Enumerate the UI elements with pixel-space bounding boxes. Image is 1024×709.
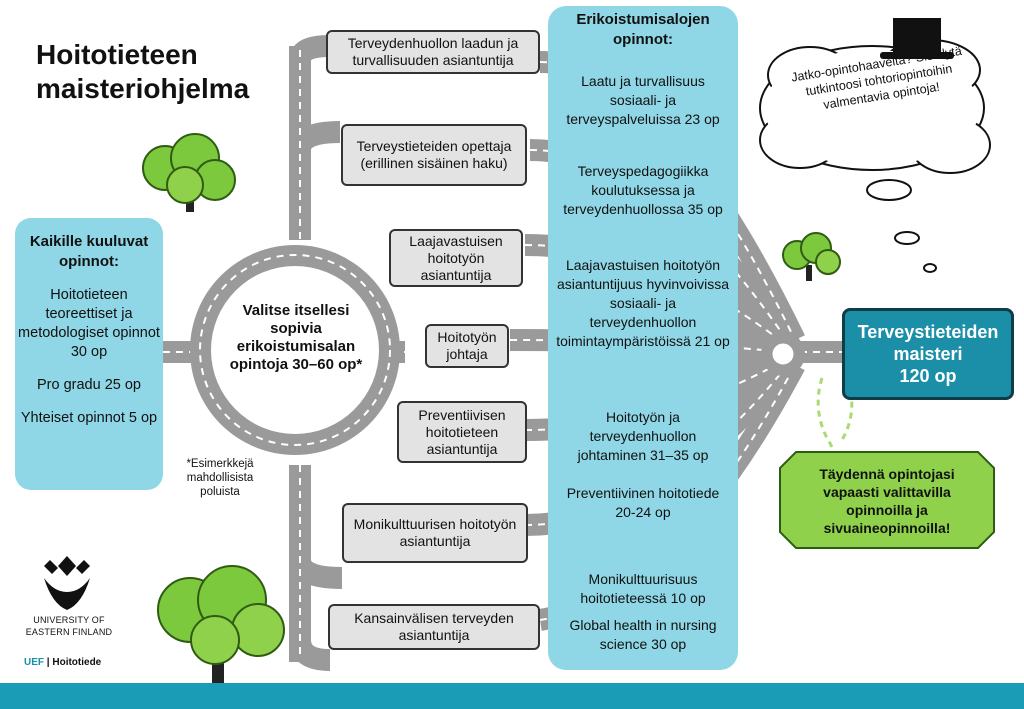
electives-text: Täydennä opintojasi vapaasti valittavill… <box>819 466 955 536</box>
electives-badge <box>779 451 995 549</box>
footer-bar <box>0 683 1024 709</box>
specialization-item: Preventiivinen hoitotiede 20-24 op <box>566 485 720 520</box>
university-name: UNIVERSITY OF EASTERN FINLAND <box>14 614 124 638</box>
path-sign-preventive: Preventiivisen hoitotieteen asiantuntija <box>397 401 527 463</box>
thought-cloud <box>759 39 991 273</box>
common-studies-box: Kaikille kuuluvat opinnot: Hoitotieteen … <box>15 218 163 490</box>
specialization-item: Terveyspedagogiikka koulutuksessa ja ter… <box>563 163 723 217</box>
page-title: Hoitotieteen maisteriohjelma <box>36 38 249 106</box>
path-sign-multicultural: Monikulttuurisen hoitotyön asiantuntija <box>342 503 528 563</box>
tree-icon <box>157 565 285 685</box>
title-line-2: maisteriohjelma <box>36 73 250 104</box>
specialization-item: Global health in nursing science 30 op <box>569 617 717 652</box>
roundabout-island <box>211 266 379 434</box>
brand-abbrev: UEF <box>24 657 44 668</box>
common-studies-item: Hoitotieteen teoreettiset ja metodologis… <box>18 287 160 360</box>
tag-separator: | <box>44 657 53 668</box>
common-studies-item: Pro gradu 25 op <box>37 377 141 393</box>
specialization-box: Erikoistumisalojen opinnot: Laatu ja tur… <box>548 6 738 670</box>
roundabout-label: Valitse itsellesi sopivia erikoistumisal… <box>229 302 363 373</box>
department-tag: UEF | Hoitotiede <box>24 657 101 668</box>
university-name-line-2: EASTERN FINLAND <box>25 627 113 637</box>
tree-icon <box>782 232 841 281</box>
path-sign-international: Kansainvälisen terveyden asiantuntija <box>328 604 540 650</box>
top-hat-icon <box>880 18 954 59</box>
path-sign-quality-safety: Terveydenhuollon laadun ja turvallisuude… <box>326 30 540 74</box>
common-studies-heading: Kaikille kuuluvat opinnot: <box>29 233 149 270</box>
tree-icon <box>142 133 236 212</box>
department-name: Hoitotiede <box>52 657 102 668</box>
degree-line-1: Terveystieteiden <box>857 322 999 342</box>
degree-line-2: maisteri <box>893 344 963 364</box>
uef-logo-icon <box>44 556 90 610</box>
specialization-item: Monikulttuurisuus hoitotieteessä 10 op <box>580 571 706 606</box>
specialization-item: Hoitotyön ja terveydenhuollon johtaminen… <box>577 409 709 463</box>
path-sign-health-teacher: Terveystieteiden opettaja (erillinen sis… <box>341 124 527 186</box>
degree-box: Terveystieteiden maisteri 120 op <box>842 308 1014 400</box>
footnote: *Esimerkkejä mahdollisista poluista <box>186 458 254 498</box>
degree-credits: 120 op <box>899 366 957 386</box>
path-sign-nursing-leader: Hoitotyön johtaja <box>425 324 509 368</box>
university-name-line-1: UNIVERSITY OF <box>33 615 105 625</box>
title-line-1: Hoitotieteen <box>36 39 198 70</box>
common-studies-item: Yhteiset opinnot 5 op <box>20 410 158 426</box>
specialization-item: Laatu ja turvallisuus sosiaali- ja terve… <box>566 73 720 127</box>
specialization-item: Laajavastuisen hoitotyön asiantuntijuus … <box>556 257 730 349</box>
specialization-heading: Erikoistumisalojen opinnot: <box>576 11 710 48</box>
path-sign-extended-nursing: Laajavastuisen hoitotyön asiantuntija <box>389 229 523 287</box>
